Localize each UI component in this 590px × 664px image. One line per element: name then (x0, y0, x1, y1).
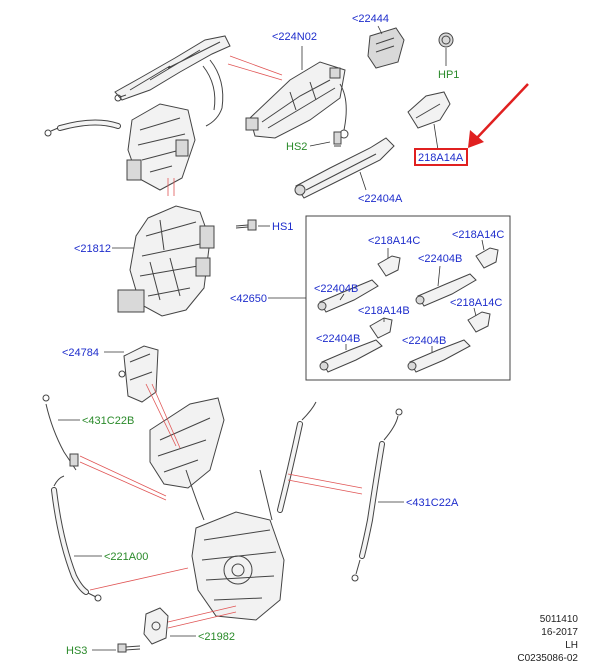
latch-assembly-drawing (149, 397, 285, 621)
label-22404b-1[interactable]: <22404B (314, 283, 358, 295)
svg-text:<218A14C: <218A14C (450, 297, 502, 309)
handle-assembly-drawing (44, 35, 231, 191)
svg-text:<22404B: <22404B (314, 283, 358, 295)
svg-text:<218A14B: <218A14B (358, 305, 410, 317)
svg-text:<221A00: <221A00 (104, 551, 148, 563)
svg-text:218A14A: 218A14A (418, 152, 464, 164)
label-431c22b[interactable]: <431C22B (82, 415, 134, 427)
bracket-24784-drawing (118, 345, 159, 403)
label-22404b-2[interactable]: <22404B (418, 253, 462, 265)
footer-code-4: C0235086-02 (517, 653, 578, 664)
label-21982[interactable]: <21982 (198, 631, 235, 643)
label-431c22a[interactable]: <431C22A (406, 497, 459, 509)
label-hs3[interactable]: HS3 (66, 645, 87, 657)
svg-text:HP1: HP1 (438, 69, 459, 81)
footer-code-3: LH (565, 640, 578, 651)
svg-text:<22404A: <22404A (358, 193, 403, 205)
plug-hp1-drawing (438, 32, 454, 48)
screw-hs1-drawing (235, 219, 257, 231)
svg-text:<21982: <21982 (198, 631, 235, 643)
svg-text:<218A14C: <218A14C (452, 229, 504, 241)
svg-text:<431C22B: <431C22B (82, 415, 134, 427)
footer-code-2: 16-2017 (541, 627, 578, 638)
label-218a14c-3[interactable]: <218A14C (450, 297, 502, 309)
label-24784[interactable]: <24784 (62, 347, 99, 359)
label-218a14c-2[interactable]: <218A14C (452, 229, 504, 241)
inset-handles-drawing (317, 247, 499, 373)
cable-221a00-drawing (51, 475, 102, 602)
label-hp1[interactable]: HP1 (438, 69, 459, 81)
handle-22404a-drawing (294, 137, 395, 199)
bolt-hs3-drawing (117, 643, 141, 653)
label-224n02[interactable]: <224N02 (272, 31, 317, 43)
label-221a00[interactable]: <221A00 (104, 551, 148, 563)
label-218a14a[interactable]: 218A14A (418, 152, 464, 164)
part-22444-drawing (367, 27, 405, 69)
label-22404b-4[interactable]: <22404B (402, 335, 446, 347)
highlight-box-218a14a (414, 148, 468, 166)
svg-text:HS1: HS1 (272, 221, 293, 233)
svg-text:<24784: <24784 (62, 347, 99, 359)
svg-text:<22444: <22444 (352, 13, 389, 25)
svg-text:<22404B: <22404B (316, 333, 360, 345)
label-22404b-3[interactable]: <22404B (316, 333, 360, 345)
cable-middle-drawing (277, 401, 317, 513)
svg-text:<218A14C: <218A14C (368, 235, 420, 247)
svg-text:<22404B: <22404B (418, 253, 462, 265)
lock-module-21812-drawing (117, 205, 215, 317)
cable-431c22a-drawing (351, 408, 403, 582)
label-218a14c-1[interactable]: <218A14C (368, 235, 420, 247)
screw-hs2-drawing (333, 131, 342, 147)
svg-text:<224N02: <224N02 (272, 31, 317, 43)
svg-text:<22404B: <22404B (402, 335, 446, 347)
bracket-224n02-drawing (245, 61, 349, 139)
cable-431c22b-drawing (42, 394, 79, 471)
label-21812[interactable]: <21812 (74, 243, 111, 255)
striker-21982-drawing (143, 607, 169, 645)
svg-text:HS3: HS3 (66, 645, 87, 657)
svg-text:HS2: HS2 (286, 141, 307, 153)
cover-218a14a-drawing (407, 91, 451, 129)
label-hs2[interactable]: HS2 (286, 141, 307, 153)
label-22444[interactable]: <22444 (352, 13, 389, 25)
svg-text:<21812: <21812 (74, 243, 111, 255)
label-22404a[interactable]: <22404A (358, 193, 403, 205)
svg-text:<42650: <42650 (230, 293, 267, 305)
highlight-arrow (468, 83, 529, 148)
label-42650[interactable]: <42650 (230, 293, 267, 305)
svg-text:<431C22A: <431C22A (406, 497, 459, 509)
label-hs1[interactable]: HS1 (272, 221, 293, 233)
label-218a14b[interactable]: <218A14B (358, 305, 410, 317)
footer-code-1: 5011410 (539, 614, 578, 625)
